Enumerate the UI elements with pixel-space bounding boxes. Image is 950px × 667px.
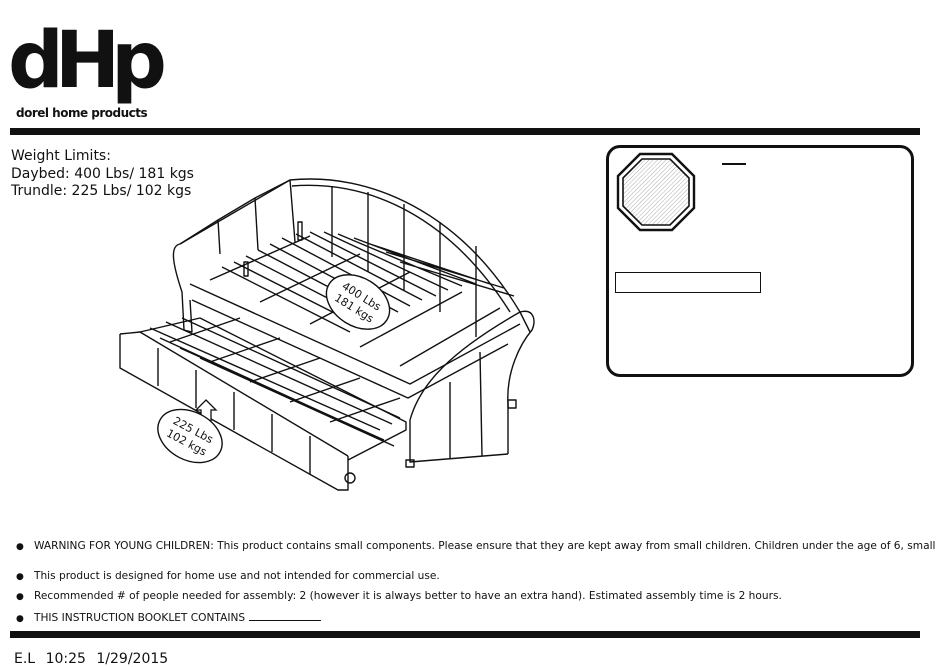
- callout-title-line: [722, 163, 746, 165]
- bottom-divider: [10, 631, 920, 638]
- bullet-assembly: ●Recommended # of people needed for asse…: [16, 590, 782, 602]
- weight-limits: Weight Limits: Daybed: 400 Lbs/ 181 kgs …: [11, 148, 194, 201]
- trundle-front: [119, 334, 349, 491]
- weight-limit-daybed: Daybed: 400 Lbs/ 181 kgs: [11, 165, 194, 182]
- weight-limits-heading: Weight Limits:: [11, 148, 111, 164]
- bullet-home-use: ●This product is designed for home use a…: [16, 570, 440, 582]
- callout-box: [606, 145, 914, 377]
- footer-stamp: E.L 10:25 1/29/2015: [14, 651, 174, 667]
- bullet-warning: ●WARNING FOR YOUNG CHILDREN: This produc…: [16, 540, 936, 552]
- brand-tagline: dorel home products: [16, 106, 148, 120]
- callout-field-box: [615, 272, 761, 293]
- footer-initials: E.L: [14, 651, 36, 667]
- bullet-booklet-contains: ●THIS INSTRUCTION BOOKLET CONTAINS: [16, 610, 322, 624]
- daybed-back-top: [179, 178, 531, 333]
- daybed-left-arm: [172, 243, 193, 333]
- daybed-illustration: 400 Lbs 181 kgs 225 Lbs 102 kgs: [119, 178, 535, 491]
- daybed-right-arm: [409, 310, 535, 454]
- brand-logo: dHp: [8, 16, 167, 106]
- weight-limit-trundle: Trundle: 225 Lbs/ 102 kgs: [11, 183, 192, 199]
- stop-octagon-icon: [616, 152, 696, 232]
- footer-date: 1/29/2015: [96, 651, 169, 667]
- top-divider: [10, 128, 920, 135]
- trundle-weight-tag: 225 Lbs 102 kgs: [157, 408, 223, 464]
- footer-time: 10:25: [45, 651, 86, 667]
- page-count-blank: [249, 610, 322, 621]
